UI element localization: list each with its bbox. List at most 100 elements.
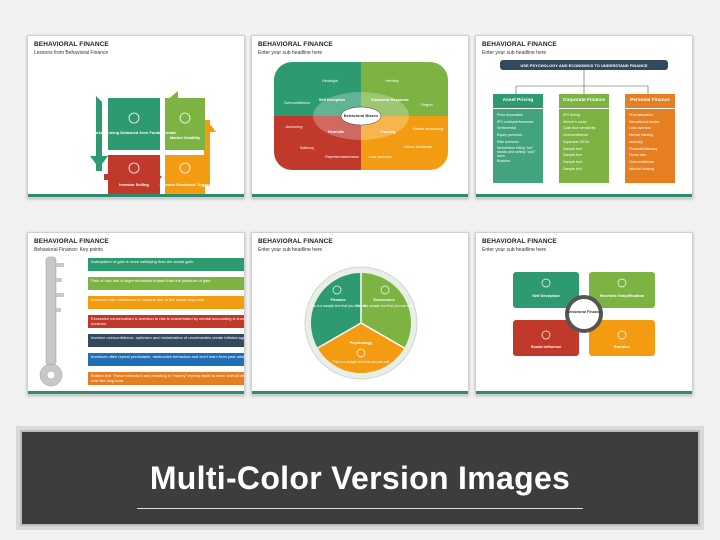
list-item: Bubbles (497, 158, 510, 163)
deception-icon (541, 278, 551, 288)
list-item: Ancestry (629, 139, 643, 144)
social-icon (541, 330, 551, 340)
top-banner-bg (500, 60, 668, 70)
box-label: Self Deception (532, 293, 560, 298)
arrow-left (96, 96, 102, 171)
arrow-head-left (90, 156, 108, 168)
list-item: Price Anomalies (497, 113, 523, 117)
key-point: Bottom line: These behaviors and resulti… (88, 372, 244, 385)
list-item: Mental framing (629, 133, 653, 138)
outer-label: Regret (421, 103, 433, 107)
slide-subtitle: Enter your sub headline here (258, 247, 323, 253)
list-item: IPO timing (563, 113, 580, 117)
banner-divider (137, 508, 583, 509)
slide-thumbnail-1[interactable]: BEHAVIORAL FINANCE Lessons from Behavior… (27, 35, 245, 198)
column-list-personal: Procrastination Sensational stories Loss… (625, 109, 675, 183)
column-list-corporate: IPO timing Winner's curse Cash flow sens… (559, 109, 609, 183)
psychology-icon (356, 348, 366, 358)
slide-thumbnail-4[interactable]: BEHAVIORAL FINANCE Behavioral Finance: K… (27, 232, 245, 395)
cycle-diagram: Market Pricing Detached from Fundamental… (90, 91, 216, 195)
slide-title: BEHAVIORAL FINANCE (34, 238, 109, 245)
segment-title: Economics (373, 297, 395, 302)
segment-text: This is a sample text that you can edit (310, 304, 367, 308)
list-item: Sentimental (497, 126, 516, 131)
slide-thumbnail-5[interactable]: BEHAVIORAL FINANCE Enter your sub headli… (251, 232, 469, 395)
list-item: Sample text (563, 153, 582, 158)
segment-finance (311, 273, 361, 348)
column-head-personal: Personal Finance (625, 94, 675, 108)
box-emotion (589, 320, 655, 356)
outer-label: Herding (385, 79, 398, 83)
chart-icon (128, 112, 140, 124)
box-label: Social Influence (531, 344, 562, 349)
list-item: Home bias (629, 153, 647, 158)
list-item: Risk aversion (497, 139, 519, 144)
key-point: Investors often repeat predictable, dest… (88, 353, 244, 366)
quadrant-br (361, 116, 448, 170)
slide-thumbnail-6[interactable]: BEHAVIORAL FINANCE Enter your sub headli… (475, 232, 693, 395)
slide-title: BEHAVIORAL FINANCE (34, 41, 109, 48)
slide-subtitle: Behavioral Finance: Key points (34, 247, 103, 253)
list-item: Sample text (563, 166, 582, 171)
list-item: Overconfidence (629, 159, 655, 164)
outer-label: Saliency (300, 146, 314, 150)
outer-label: Hindsight (322, 79, 339, 83)
key-point: Pain of loss has a larger emotional impa… (88, 277, 244, 290)
connector-lines: USE PSYCHOLOGY AND ECONOMICS TO UNDERSTA… (500, 60, 668, 94)
selling-icon (128, 162, 140, 174)
slide-subtitle: Enter your sub headline here (482, 247, 547, 253)
circle-diagram: Finance This is a sample text that you c… (304, 266, 418, 380)
list-item: Sample text (563, 146, 582, 151)
inner-label: Framing (381, 130, 397, 134)
key-point: Investors lose confidence in markets due… (88, 296, 244, 309)
center-label: Behavioral Finance (567, 310, 602, 314)
segment-title: Psychology (350, 340, 373, 345)
center-label: Behavioral Biases (344, 113, 379, 118)
key-point: Investor overconfidence, optimism and mi… (88, 334, 244, 347)
slide-title: BEHAVIORAL FINANCE (258, 238, 333, 245)
economics-icon (380, 285, 390, 295)
slide-thumbnail-3[interactable]: BEHAVIORAL FINANCE Enter your sub headli… (475, 35, 693, 198)
segment-psychology (317, 323, 405, 373)
column-head-corporate: Corporate Finance (559, 94, 609, 108)
outer-label: Anchoring (285, 125, 302, 129)
slide-thumbnail-2[interactable]: BEHAVIORAL FINANCE Enter your sub headli… (251, 35, 469, 198)
segment-title: Finance (330, 297, 346, 302)
list-item: Sensational stories (629, 119, 660, 124)
list-item: Superstar CEOs (563, 139, 590, 144)
box-social (513, 320, 579, 356)
center-ellipse (340, 106, 382, 126)
slide-title: BEHAVIORAL FINANCE (258, 41, 333, 48)
key-icon (39, 256, 64, 387)
volatility-icon (179, 112, 191, 124)
list-item: Wishful thinking (629, 166, 655, 171)
heuristic-icon (617, 278, 627, 288)
quadrant-3-label: Investor Selling (119, 182, 149, 187)
list-item: Financial illiteracy (629, 146, 658, 151)
key-point: Anticipation of gain is more satisfying … (88, 258, 244, 271)
box-label: Heuristic Simplification (600, 293, 645, 298)
list-item: Procrastination (629, 113, 653, 117)
bottom-banner: Multi-Color Version Images (20, 430, 700, 526)
banner-title: Multi-Color Version Images (149, 460, 571, 496)
quadrant-1 (108, 98, 160, 150)
slide-title: BEHAVIORAL FINANCE (482, 41, 557, 48)
inner-label: Heuristic (328, 130, 344, 134)
center-circle (565, 295, 603, 333)
slide-title: BEHAVIORAL FINANCE (482, 238, 557, 245)
list-item: Winner's curse (563, 119, 587, 124)
list-item: Momentum riding "hot" stocks and selling… (497, 145, 536, 158)
emotion-icon (617, 330, 627, 340)
outer-label: Overconfidence (284, 101, 311, 105)
arrow-right (204, 120, 210, 186)
box-label: Emotion (614, 344, 631, 349)
segment-text: This is a sample text that you can edit (356, 304, 413, 308)
outer-label: Mental accounting (413, 127, 444, 131)
four-box-diagram: Behavioral Finance Self Deception Heuris… (513, 272, 655, 356)
column-list-asset: Price Anomalies IPO underperformance Sen… (493, 109, 543, 183)
quadrant-1-label: Market Pricing Detached from Fundamental… (92, 130, 178, 135)
quadrant-4-label: Investor Emotional Trigger (160, 182, 211, 187)
quadrant-3 (108, 155, 160, 195)
list-item: Loss aversion (629, 126, 652, 131)
outer-label: Representativeness (325, 155, 359, 159)
